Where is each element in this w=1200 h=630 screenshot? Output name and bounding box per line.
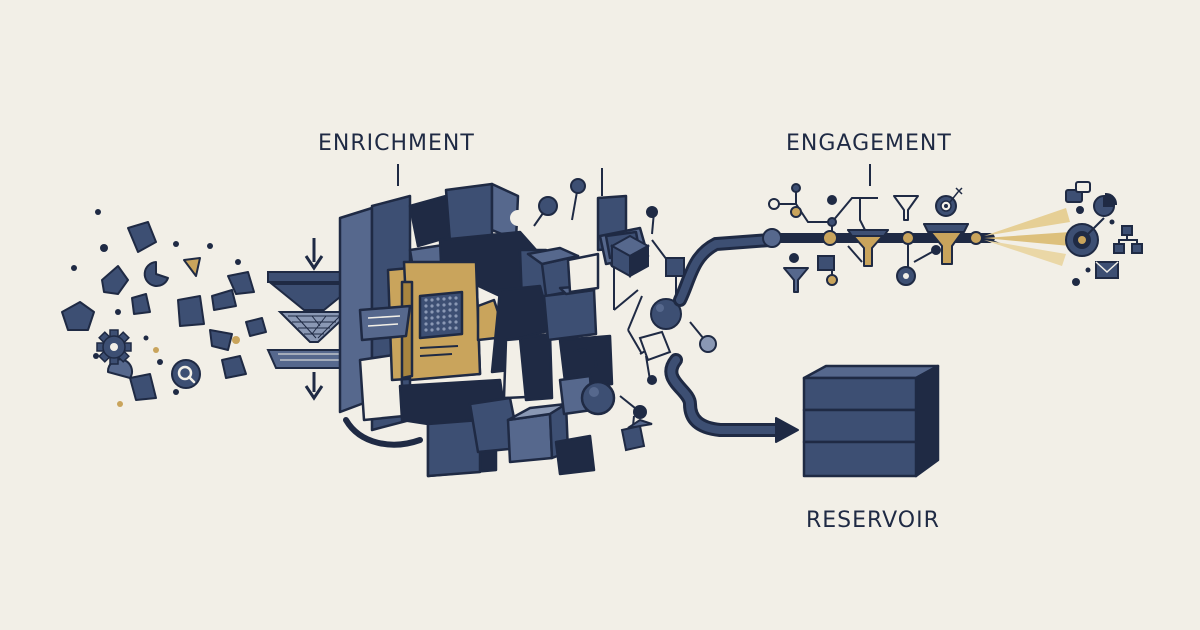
enrichment-block	[338, 182, 650, 478]
target-icon	[935, 187, 963, 217]
enrichment-label: ENRICHMENT	[318, 131, 475, 156]
funnel-icon-large	[923, 223, 969, 265]
funnel-icon-small	[893, 195, 919, 221]
loop-pipe	[343, 417, 423, 448]
light-beam	[984, 208, 1070, 266]
raw-data-fragments	[61, 221, 267, 401]
funnel-icon-mini	[783, 267, 809, 293]
envelope-icon	[1095, 261, 1119, 279]
engagement-label: ENGAGEMENT	[786, 131, 952, 156]
label-ticks	[397, 164, 871, 186]
destination-dots	[1072, 219, 1115, 286]
reservoir-label: RESERVOIR	[806, 508, 940, 533]
org-chart-icon	[1113, 225, 1143, 254]
target-icon-destination	[1065, 217, 1105, 257]
gear-icon	[96, 329, 132, 365]
filter-funnel	[266, 238, 362, 401]
engagement-nodes	[762, 183, 983, 286]
chat-icon	[1065, 181, 1091, 214]
reservoir-pipe	[664, 353, 799, 443]
search-icon	[171, 359, 201, 389]
pie-icon	[1093, 192, 1118, 217]
reservoir-stack	[802, 364, 940, 478]
funnel-icon	[847, 229, 889, 267]
network-nodes	[533, 168, 717, 452]
